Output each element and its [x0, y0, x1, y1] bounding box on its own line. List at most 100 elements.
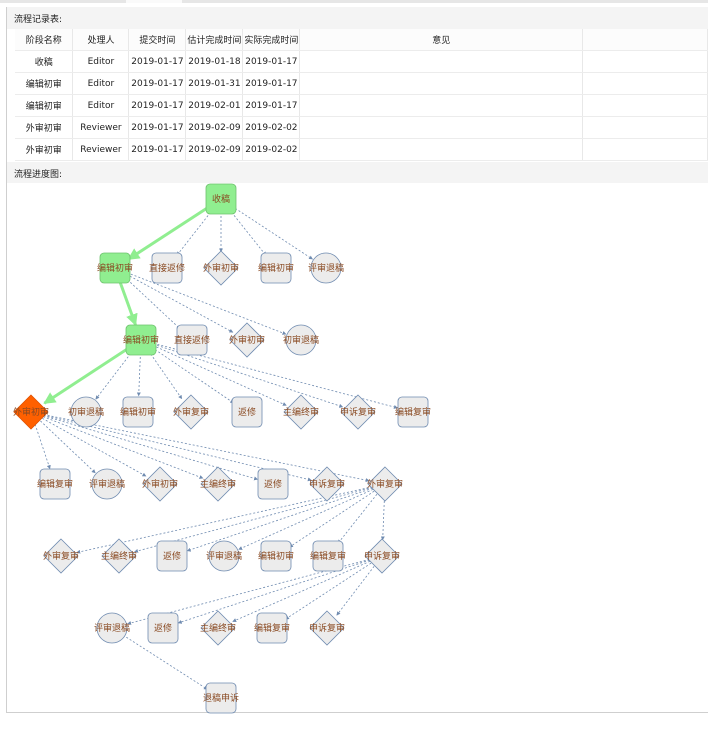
active-edge	[43, 345, 131, 405]
flow-edge	[289, 490, 375, 548]
node-label: 主编终审	[283, 406, 319, 418]
flow-edge	[122, 634, 208, 690]
node-circle-shape	[91, 468, 123, 500]
flow-node[interactable]: 退稿申诉	[203, 682, 239, 714]
cell-estimated-time: 2019-02-09	[185, 138, 244, 161]
flow-node[interactable]: 评审退稿	[94, 612, 130, 644]
node-rect-shape	[231, 396, 263, 428]
flow-node[interactable]: 评审退稿	[89, 468, 125, 500]
flow-node[interactable]: 外审复审	[367, 466, 403, 502]
cell-blank	[582, 138, 708, 161]
flow-node[interactable]: 编辑复审	[310, 540, 346, 572]
node-diamond-shape	[229, 322, 265, 358]
flow-node[interactable]: 外审复审	[173, 394, 209, 430]
flow-node[interactable]: 外审初审	[229, 322, 265, 358]
node-label: 外审初审	[13, 406, 49, 418]
diagram-title: 流程进度图:	[14, 170, 63, 180]
cell-estimated-time: 2019-01-18	[185, 50, 244, 73]
flow-node[interactable]: 申诉复审	[364, 538, 400, 574]
cell-opinion	[299, 72, 584, 95]
flow-edge	[42, 416, 204, 479]
flow-node[interactable]: 返修	[147, 612, 179, 644]
node-label: 评审退稿	[94, 622, 130, 634]
cell-submit-time: 2019-01-17	[128, 116, 187, 139]
node-label: 评审退稿	[89, 478, 125, 490]
node-label: 返修	[154, 622, 172, 634]
flow-edge	[136, 352, 141, 397]
flow-node[interactable]: 初审退稿	[68, 396, 104, 428]
node-rect-shape	[122, 396, 154, 428]
flow-node[interactable]: 编辑初审	[120, 396, 156, 428]
flow-node[interactable]: 主编终审	[283, 394, 319, 430]
node-diamond-shape	[101, 538, 137, 574]
nodes-layer: 收稿编辑初审直接返修外审初审编辑初审评审退稿编辑初审直接返修外审初审初审退稿外审…	[13, 183, 431, 714]
node-label: 直接返修	[174, 334, 210, 346]
flow-node[interactable]: 评审退稿	[308, 252, 344, 284]
flow-node[interactable]: 直接返修	[149, 252, 185, 284]
table-row: 收稿 Editor 2019-01-17 2019-01-18 2019-01-…	[15, 50, 708, 73]
cell-handler: Reviewer	[72, 116, 130, 139]
node-label: 编辑初审	[97, 262, 133, 274]
flow-node[interactable]: 申诉复审	[309, 610, 345, 646]
node-label: 编辑复审	[310, 550, 346, 562]
node-label: 申诉复审	[309, 478, 345, 490]
node-label: 外审复审	[43, 550, 79, 562]
node-label: 外审复审	[367, 478, 403, 490]
col-header-submit-time: 提交时间	[128, 29, 187, 51]
node-diamond-shape	[364, 538, 400, 574]
flow-node[interactable]: 收稿	[205, 183, 237, 215]
cell-estimated-time: 2019-02-01	[185, 94, 244, 117]
flow-node[interactable]: 主编终审	[101, 538, 137, 574]
flow-node[interactable]: 外审复审	[43, 538, 79, 574]
flow-node[interactable]: 初审退稿	[283, 324, 319, 356]
flow-edge	[43, 414, 370, 483]
active-edge	[127, 204, 211, 261]
cell-handler: Reviewer	[72, 138, 130, 161]
cell-stage: 编辑初审	[15, 72, 74, 95]
flow-node[interactable]: 返修	[156, 540, 188, 572]
record-table-title: 流程记录表:	[14, 15, 63, 25]
flow-node[interactable]: 申诉复审	[309, 466, 345, 502]
node-diamond-shape	[200, 610, 236, 646]
cell-stage: 编辑初审	[15, 94, 74, 117]
flow-node[interactable]: 编辑初审	[123, 324, 159, 356]
flow-edge	[76, 486, 373, 554]
top-tab-strip	[0, 0, 708, 3]
node-rect-shape	[257, 468, 289, 500]
node-rect-shape	[312, 540, 344, 572]
flow-node[interactable]: 编辑复审	[37, 468, 73, 500]
flow-edge	[238, 488, 374, 550]
node-rect-shape	[176, 324, 208, 356]
flow-node[interactable]: 申诉复审	[340, 394, 376, 430]
content-panel	[6, 7, 708, 713]
flow-node[interactable]: 编辑复审	[254, 612, 290, 644]
cell-actual-time: 2019-01-17	[242, 72, 301, 95]
record-title-bar	[7, 7, 708, 29]
col-header-blank	[582, 29, 708, 51]
flow-node[interactable]: 直接返修	[174, 324, 210, 356]
flow-node[interactable]: 编辑初审	[97, 252, 133, 284]
cell-opinion	[299, 138, 584, 161]
flow-node[interactable]: 返修	[231, 396, 263, 428]
flow-node[interactable]: 主编终审	[200, 466, 236, 502]
cell-handler: Editor	[72, 94, 130, 117]
cell-actual-time: 2019-01-17	[242, 94, 301, 117]
flow-node[interactable]: 编辑初审	[258, 252, 294, 284]
node-label: 初审退稿	[68, 406, 104, 418]
cell-estimated-time: 2019-02-09	[185, 116, 244, 139]
flow-node[interactable]: 外审初审	[203, 250, 239, 286]
node-label: 主编终审	[200, 622, 236, 634]
flow-node[interactable]: 主编终审	[200, 610, 236, 646]
node-label: 编辑复审	[254, 622, 290, 634]
flow-edge	[40, 420, 96, 474]
col-header-opinion: 意见	[299, 29, 584, 51]
node-label: 返修	[264, 478, 282, 490]
flow-node[interactable]: 返修	[257, 468, 289, 500]
flow-edge	[176, 208, 214, 256]
flow-node[interactable]: 编辑复审	[395, 396, 431, 428]
flow-node[interactable]: 外审初审	[142, 466, 178, 502]
cell-blank	[582, 116, 708, 139]
flow-node[interactable]: 外审初审	[13, 394, 49, 430]
flow-node[interactable]: 评审退稿	[206, 540, 242, 572]
flow-node[interactable]: 编辑初审	[258, 540, 294, 572]
